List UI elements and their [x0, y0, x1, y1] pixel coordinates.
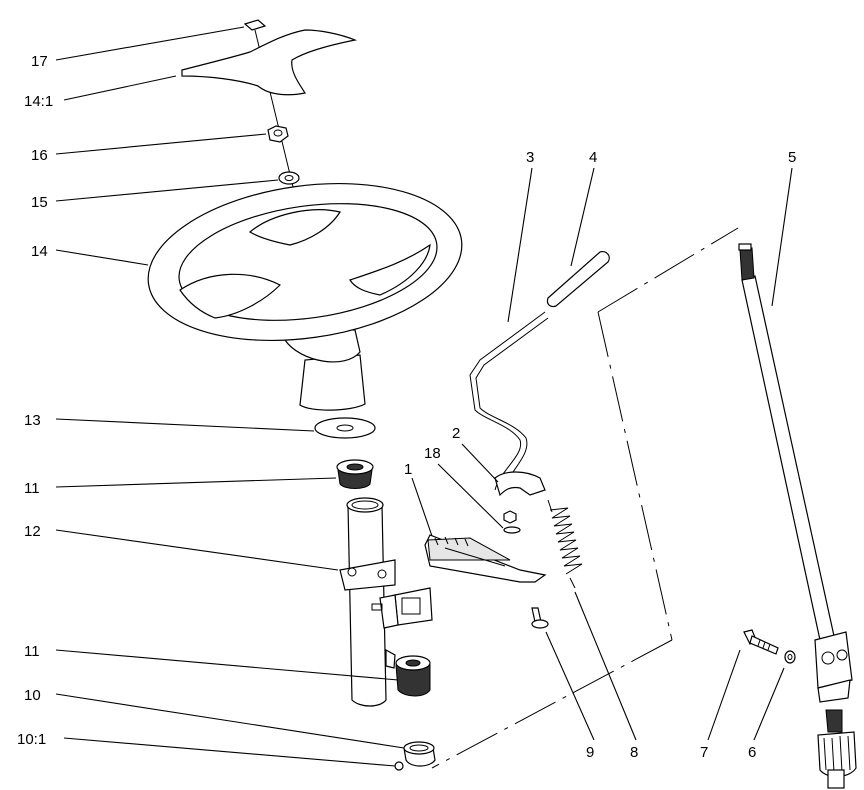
- callout-2: 2: [452, 425, 460, 442]
- callout-6: 6: [748, 744, 756, 761]
- callout-4: 4: [589, 149, 597, 166]
- collar: [403, 741, 436, 767]
- pinion-gear: [817, 709, 857, 789]
- assembly-line-top: [597, 227, 739, 313]
- leader-lines: [55, 26, 793, 767]
- center-cap: [243, 19, 267, 31]
- steering-column-housing: [339, 497, 433, 707]
- capscrew: [531, 607, 549, 629]
- flat-washer: [784, 650, 796, 664]
- assembly-line-bottom: [431, 639, 673, 769]
- callout-7: 7: [700, 744, 708, 761]
- callout-11-bottom: 11: [24, 643, 40, 660]
- callout-14: 14: [31, 243, 48, 260]
- callout-5: 5: [788, 149, 796, 166]
- bushing-lower: [395, 655, 431, 697]
- callout-18: 18: [424, 445, 441, 462]
- callout-10-1: 10:1: [17, 731, 46, 748]
- callout-labels: 17 14:1 16 15 14 13 11 12 11 10 10:1 3 4…: [17, 53, 796, 761]
- washer: [278, 171, 300, 185]
- callout-15: 15: [31, 194, 48, 211]
- spring: [547, 499, 583, 589]
- callout-17: 17: [31, 53, 48, 70]
- callout-9: 9: [586, 744, 594, 761]
- callout-14-1: 14:1: [24, 93, 53, 110]
- bushing-upper: [336, 459, 374, 489]
- callout-11-top: 11: [24, 480, 40, 497]
- nut: [503, 510, 521, 534]
- callout-8: 8: [630, 744, 638, 761]
- callout-10: 10: [24, 687, 41, 704]
- carriage-bolt: [743, 629, 779, 655]
- callout-13: 13: [24, 412, 41, 429]
- assembly-line-right: [597, 311, 673, 641]
- lever-grip: [546, 251, 610, 308]
- steering-wheel: [147, 182, 463, 411]
- steering-shaft: [738, 243, 853, 703]
- callout-16: 16: [31, 147, 48, 164]
- throttle-rod: [469, 311, 549, 497]
- callout-12: 12: [24, 523, 41, 540]
- steering-wheel-insert: [181, 29, 358, 96]
- throttle-lever: [424, 534, 547, 583]
- callout-3: 3: [526, 149, 534, 166]
- spacer-washer: [314, 417, 376, 439]
- lock-nut: [267, 125, 289, 143]
- callout-1: 1: [404, 461, 412, 478]
- set-screw: [394, 761, 404, 771]
